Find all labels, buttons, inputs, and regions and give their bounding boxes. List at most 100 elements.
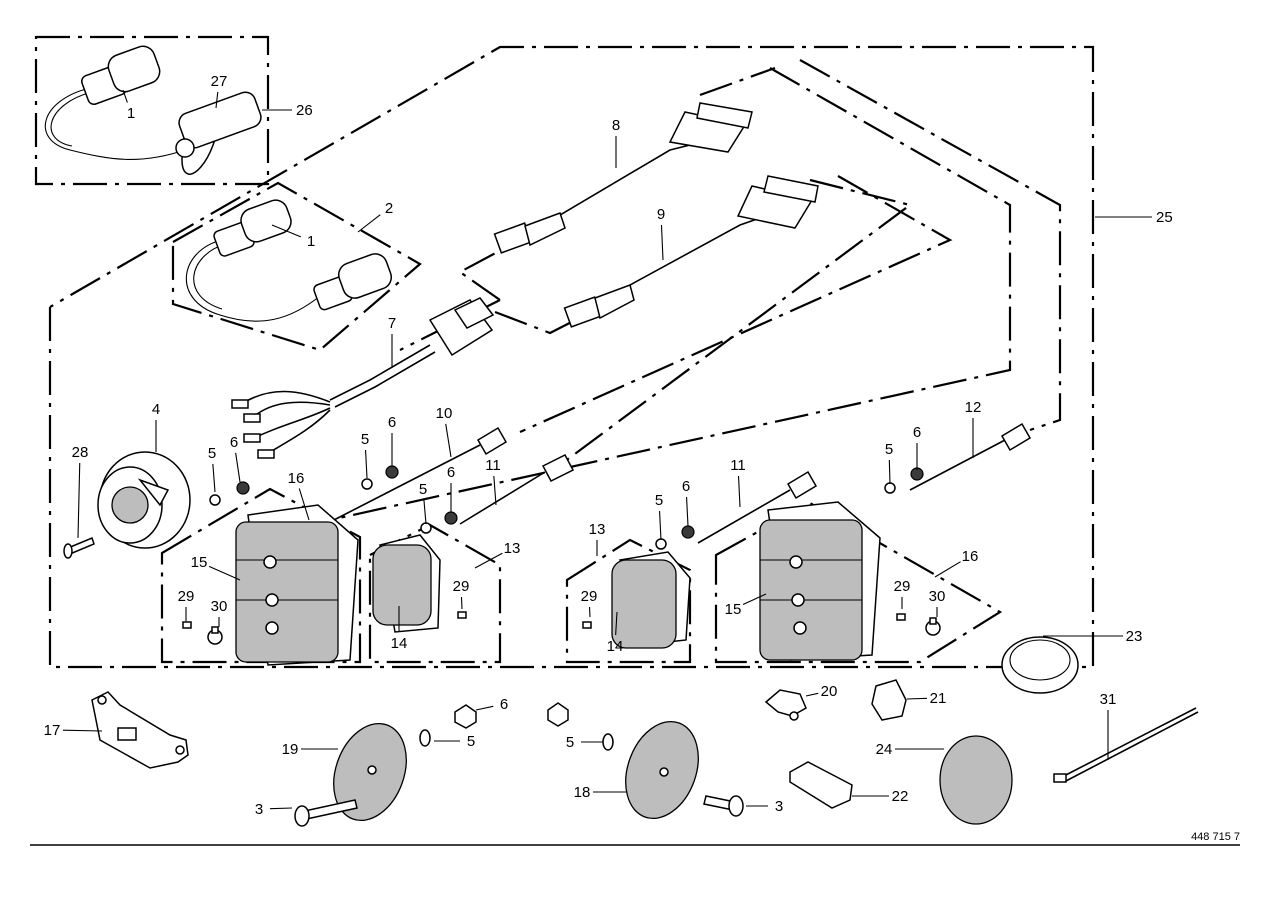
callout-number: 6 [388,414,396,431]
callout-number: 5 [885,441,893,458]
callout-29: 29 [894,578,911,609]
callout-number: 21 [930,690,947,707]
socket-adapter-26 [44,45,262,175]
leader-line [271,224,302,238]
callout-number: 15 [191,554,208,571]
callout-number: 8 [612,117,620,134]
callout-number: 5 [419,481,427,498]
callout-17: 17 [44,722,103,739]
callout-number: 13 [589,521,606,538]
cable-7 [231,297,495,459]
leader-line [888,459,891,485]
callout-number: 31 [1100,691,1117,708]
callout-number: 20 [821,683,838,700]
callout-number: 9 [657,206,665,223]
callout-number: 6 [230,434,238,451]
callout-14: 14 [607,611,624,655]
bracket-17 [91,691,189,769]
callout-number: 26 [296,102,313,119]
callout-number: 1 [307,233,315,250]
callout-6: 6 [682,478,690,527]
callout-11: 11 [730,457,746,508]
callout-number: 11 [730,457,746,474]
callout-9: 9 [657,206,665,261]
callout-5: 5 [208,445,216,493]
callout-number: 19 [282,741,299,758]
leader-line [122,89,128,103]
callout-number: 6 [447,464,455,481]
callout-number: 16 [288,470,305,487]
callout-number: 28 [72,444,89,461]
callout-number: 14 [607,638,624,655]
drawing-code: 448 715 7 [1191,831,1240,843]
clip-21 [871,679,907,721]
leader-line [686,496,689,527]
callout-29: 29 [581,588,597,618]
leader-line [423,499,427,525]
callout-number: 2 [385,200,393,217]
callout-number: 22 [892,788,909,805]
callout-29: 29 [178,588,195,621]
callout-number: 5 [566,734,574,751]
leader-line [212,463,216,493]
cable-10 [329,426,508,523]
callout-number: 5 [361,431,369,448]
leader-line [269,807,293,810]
clip-20 [764,689,807,721]
reflector-24 [939,735,1013,825]
callout-3: 3 [255,801,293,818]
callout-5: 5 [885,441,893,485]
callout-number: 5 [467,733,475,750]
leader-line [77,462,81,539]
callout-2: 2 [357,200,393,233]
cable-8 [493,102,753,254]
callout-13: 13 [474,540,521,569]
callout-number: 29 [894,578,911,595]
callout-30: 30 [211,598,228,627]
leader-line [493,475,497,506]
callout-number: 27 [211,73,228,90]
callout-5: 5 [566,734,603,751]
leader-line [475,705,494,711]
callout-30: 30 [929,588,945,617]
cable-9 [563,175,819,328]
callout-number: 30 [211,598,228,615]
callout-number: 12 [965,399,982,416]
marker-lamp-13-right [582,551,691,649]
cable-tie-31 [1053,707,1199,783]
callout-number: 13 [504,540,521,557]
lamp-frame-13-right [565,538,692,664]
leader-line [474,552,503,569]
clip-22 [789,761,853,809]
callout-number: 25 [1156,209,1173,226]
callout-15: 15 [725,593,767,618]
callout-6: 6 [230,434,241,483]
leader-line [365,449,368,479]
callout-number: 7 [388,315,396,332]
callout-number: 17 [44,722,61,739]
callout-number: 24 [876,741,893,758]
callout-26: 26 [262,102,313,119]
callout-11: 11 [485,457,501,506]
callout-1: 1 [271,224,315,250]
callout-16: 16 [934,548,978,578]
callout-12: 12 [965,399,982,458]
callout-number: 6 [682,478,690,495]
callout-number: 3 [775,798,783,815]
callout-10: 10 [436,405,452,458]
callout-number: 1 [127,105,135,122]
callout-5: 5 [434,733,475,750]
assembly-frame [48,45,1095,669]
callout-21: 21 [906,690,947,707]
callout-number: 29 [453,578,470,595]
callout-number: 6 [913,424,921,441]
tail-lamp-16-right [759,501,941,661]
callout-number: 29 [178,588,195,605]
leader-line [357,214,381,233]
callout-number: 3 [255,801,263,818]
leader-line [659,510,662,541]
callout-1: 1 [122,89,135,122]
callout-6: 6 [913,424,921,470]
